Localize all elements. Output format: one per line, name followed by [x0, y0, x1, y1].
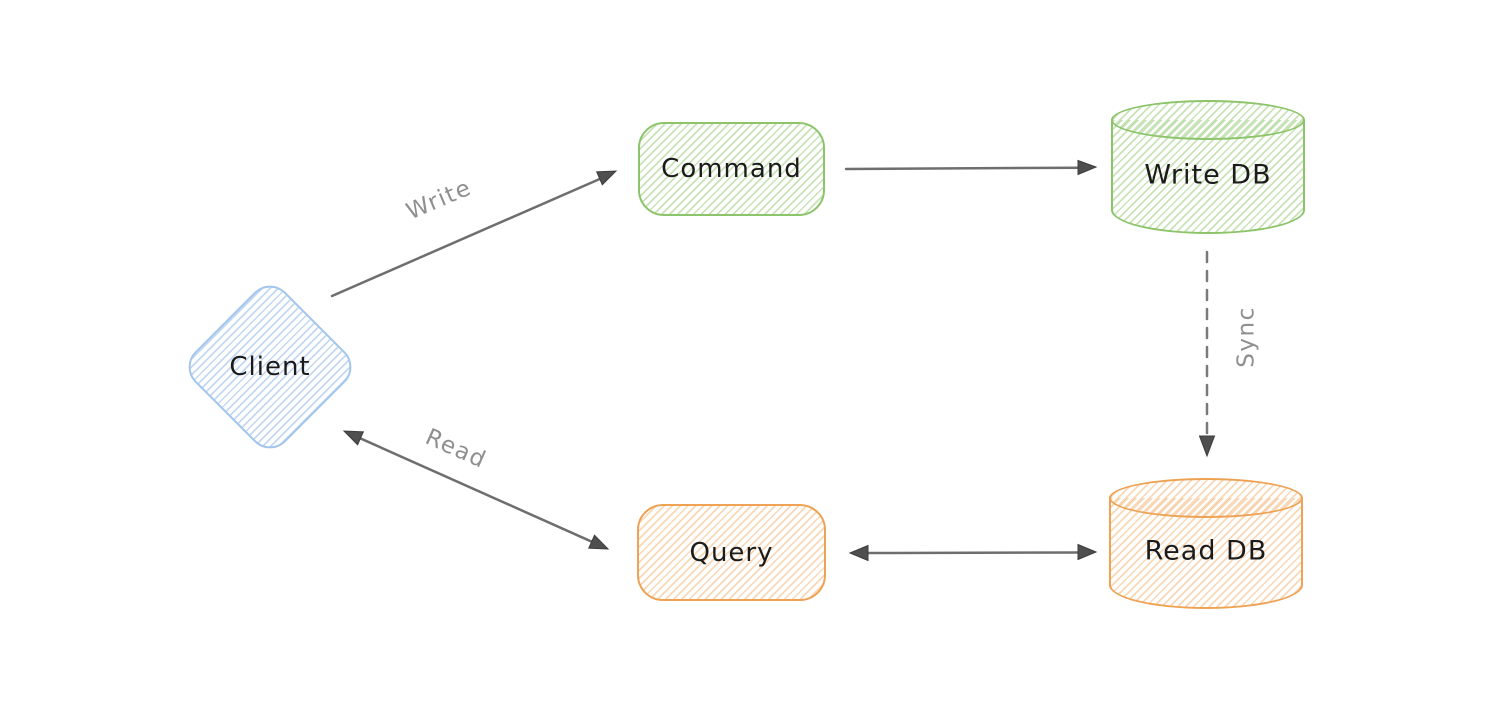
read-arrow[interactable]: [342, 430, 610, 550]
write-db-node-label: Write DB: [1144, 159, 1272, 191]
write-arrow[interactable]: [330, 170, 618, 298]
client-node-label: Client: [229, 352, 311, 382]
command-node[interactable]: Command: [638, 122, 825, 216]
write-db-node[interactable]: Write DB: [1111, 100, 1305, 234]
write-db-cylinder-top: [1111, 100, 1305, 140]
query-node[interactable]: Query: [637, 504, 826, 601]
sync-arrow[interactable]: [1198, 250, 1216, 458]
command-node-label: Command: [661, 154, 802, 184]
query-to-read-db-arrow[interactable]: [848, 543, 1098, 562]
sync-edge-label[interactable]: Sync: [1233, 306, 1260, 368]
read-db-node[interactable]: Read DB: [1109, 478, 1303, 609]
command-to-write-db-arrow[interactable]: [844, 159, 1098, 176]
read-db-cylinder-top: [1109, 478, 1303, 518]
query-node-label: Query: [689, 537, 774, 568]
read-db-node-label: Read DB: [1144, 535, 1268, 567]
